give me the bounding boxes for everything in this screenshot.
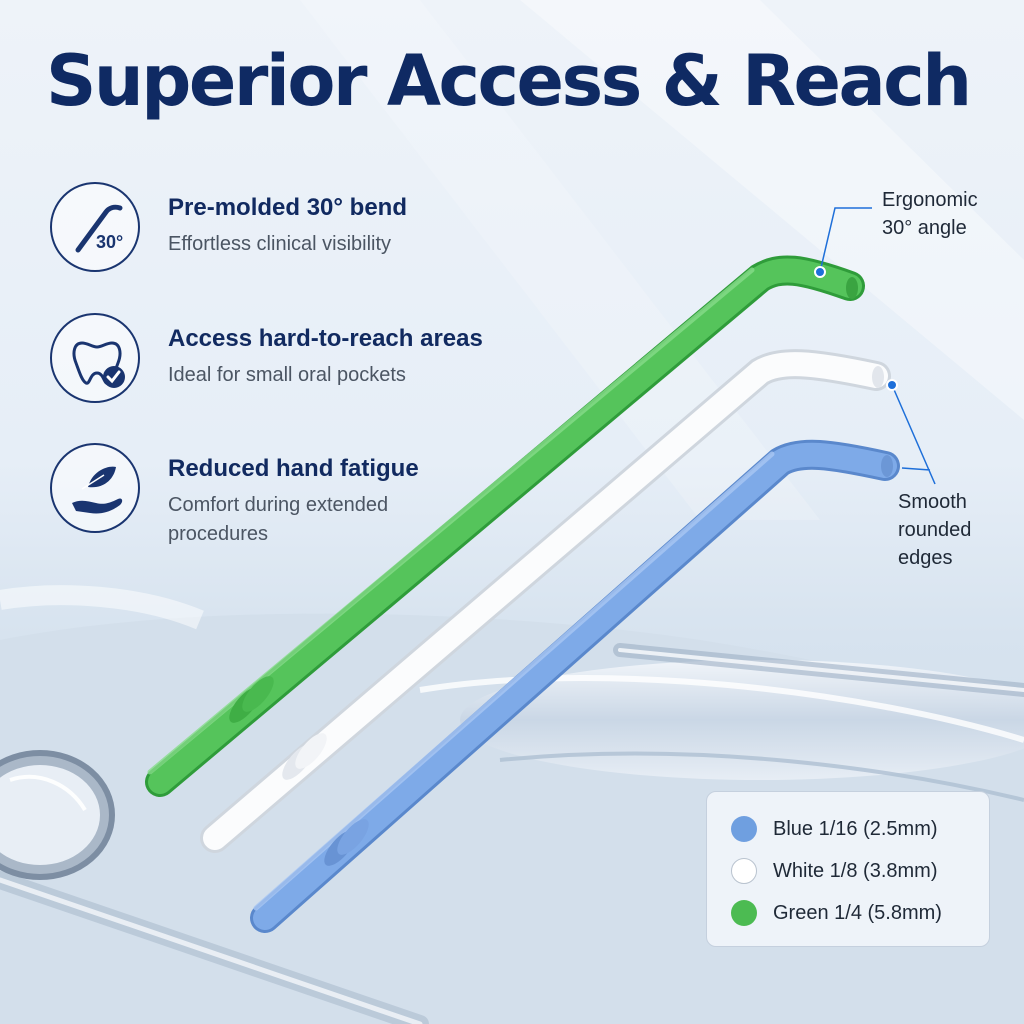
feature-item: 30° Pre-molded 30° bend Effortless clini… xyxy=(50,182,510,282)
feature-title: Reduced hand fatigue xyxy=(168,455,419,482)
light-band xyxy=(300,0,820,520)
feature-subtitle: Comfort during extended procedures xyxy=(168,494,389,545)
feature-item: Access hard-to-reach areas Ideal for sma… xyxy=(50,313,510,413)
feature-title: Access hard-to-reach areas xyxy=(168,325,483,352)
green-suction-tip xyxy=(145,255,865,797)
tooth-check-icon xyxy=(72,341,125,388)
feature-subtitle: Effortless clinical visibility xyxy=(168,233,392,255)
light-band xyxy=(520,0,1024,420)
page-title: Superior Access & Reach xyxy=(46,40,972,122)
legend-item: Blue 1/16 (2.5mm) xyxy=(731,814,981,844)
tray-edge xyxy=(499,751,1024,802)
icon-angle-text: 30° xyxy=(96,232,123,252)
callout-dot-edges xyxy=(886,379,898,391)
tray-highlight xyxy=(419,675,1024,743)
mirror-glass xyxy=(0,765,100,865)
legend-label: Green 1/4 (5.8mm) xyxy=(773,902,942,924)
legend-item: White 1/8 (3.8mm) xyxy=(731,856,981,886)
callout-line-angle xyxy=(819,207,872,273)
blue-suction-tip xyxy=(250,439,900,933)
mirror-reflection xyxy=(9,774,87,812)
callout-edges: Smooth rounded edges xyxy=(898,491,972,569)
feature-subtitle: Ideal for small oral pockets xyxy=(168,364,406,386)
feature-icon-circle xyxy=(50,443,140,533)
hand-feather-icon xyxy=(72,466,123,514)
metal-tray xyxy=(460,660,1024,780)
callout-dot-angle xyxy=(814,266,826,278)
white-dot-icon xyxy=(731,858,757,884)
callout-angle: Ergonomic 30° angle xyxy=(882,189,978,239)
legend-label: White 1/8 (3.8mm) xyxy=(773,860,938,882)
feature-icon-circle: 30° xyxy=(50,182,140,272)
feature-icon-circle xyxy=(50,313,140,403)
size-legend: Blue 1/16 (2.5mm) White 1/8 (3.8mm) Gree… xyxy=(706,791,990,947)
green-dot-icon xyxy=(731,900,757,926)
legend-label: Blue 1/16 (2.5mm) xyxy=(773,818,938,840)
instrument-shine xyxy=(0,877,423,1024)
feature-item: Reduced hand fatigue Comfort during exte… xyxy=(50,443,510,545)
legend-item: Green 1/4 (5.8mm) xyxy=(731,898,981,928)
instrument-shine xyxy=(618,648,1024,692)
angle-30-icon: 30° xyxy=(75,204,123,253)
blurred-light xyxy=(0,585,204,630)
feature-title: Pre-molded 30° bend xyxy=(168,194,407,221)
blue-dot-icon xyxy=(731,816,757,842)
callout-line-edges xyxy=(891,384,936,485)
white-suction-tip xyxy=(200,349,891,853)
